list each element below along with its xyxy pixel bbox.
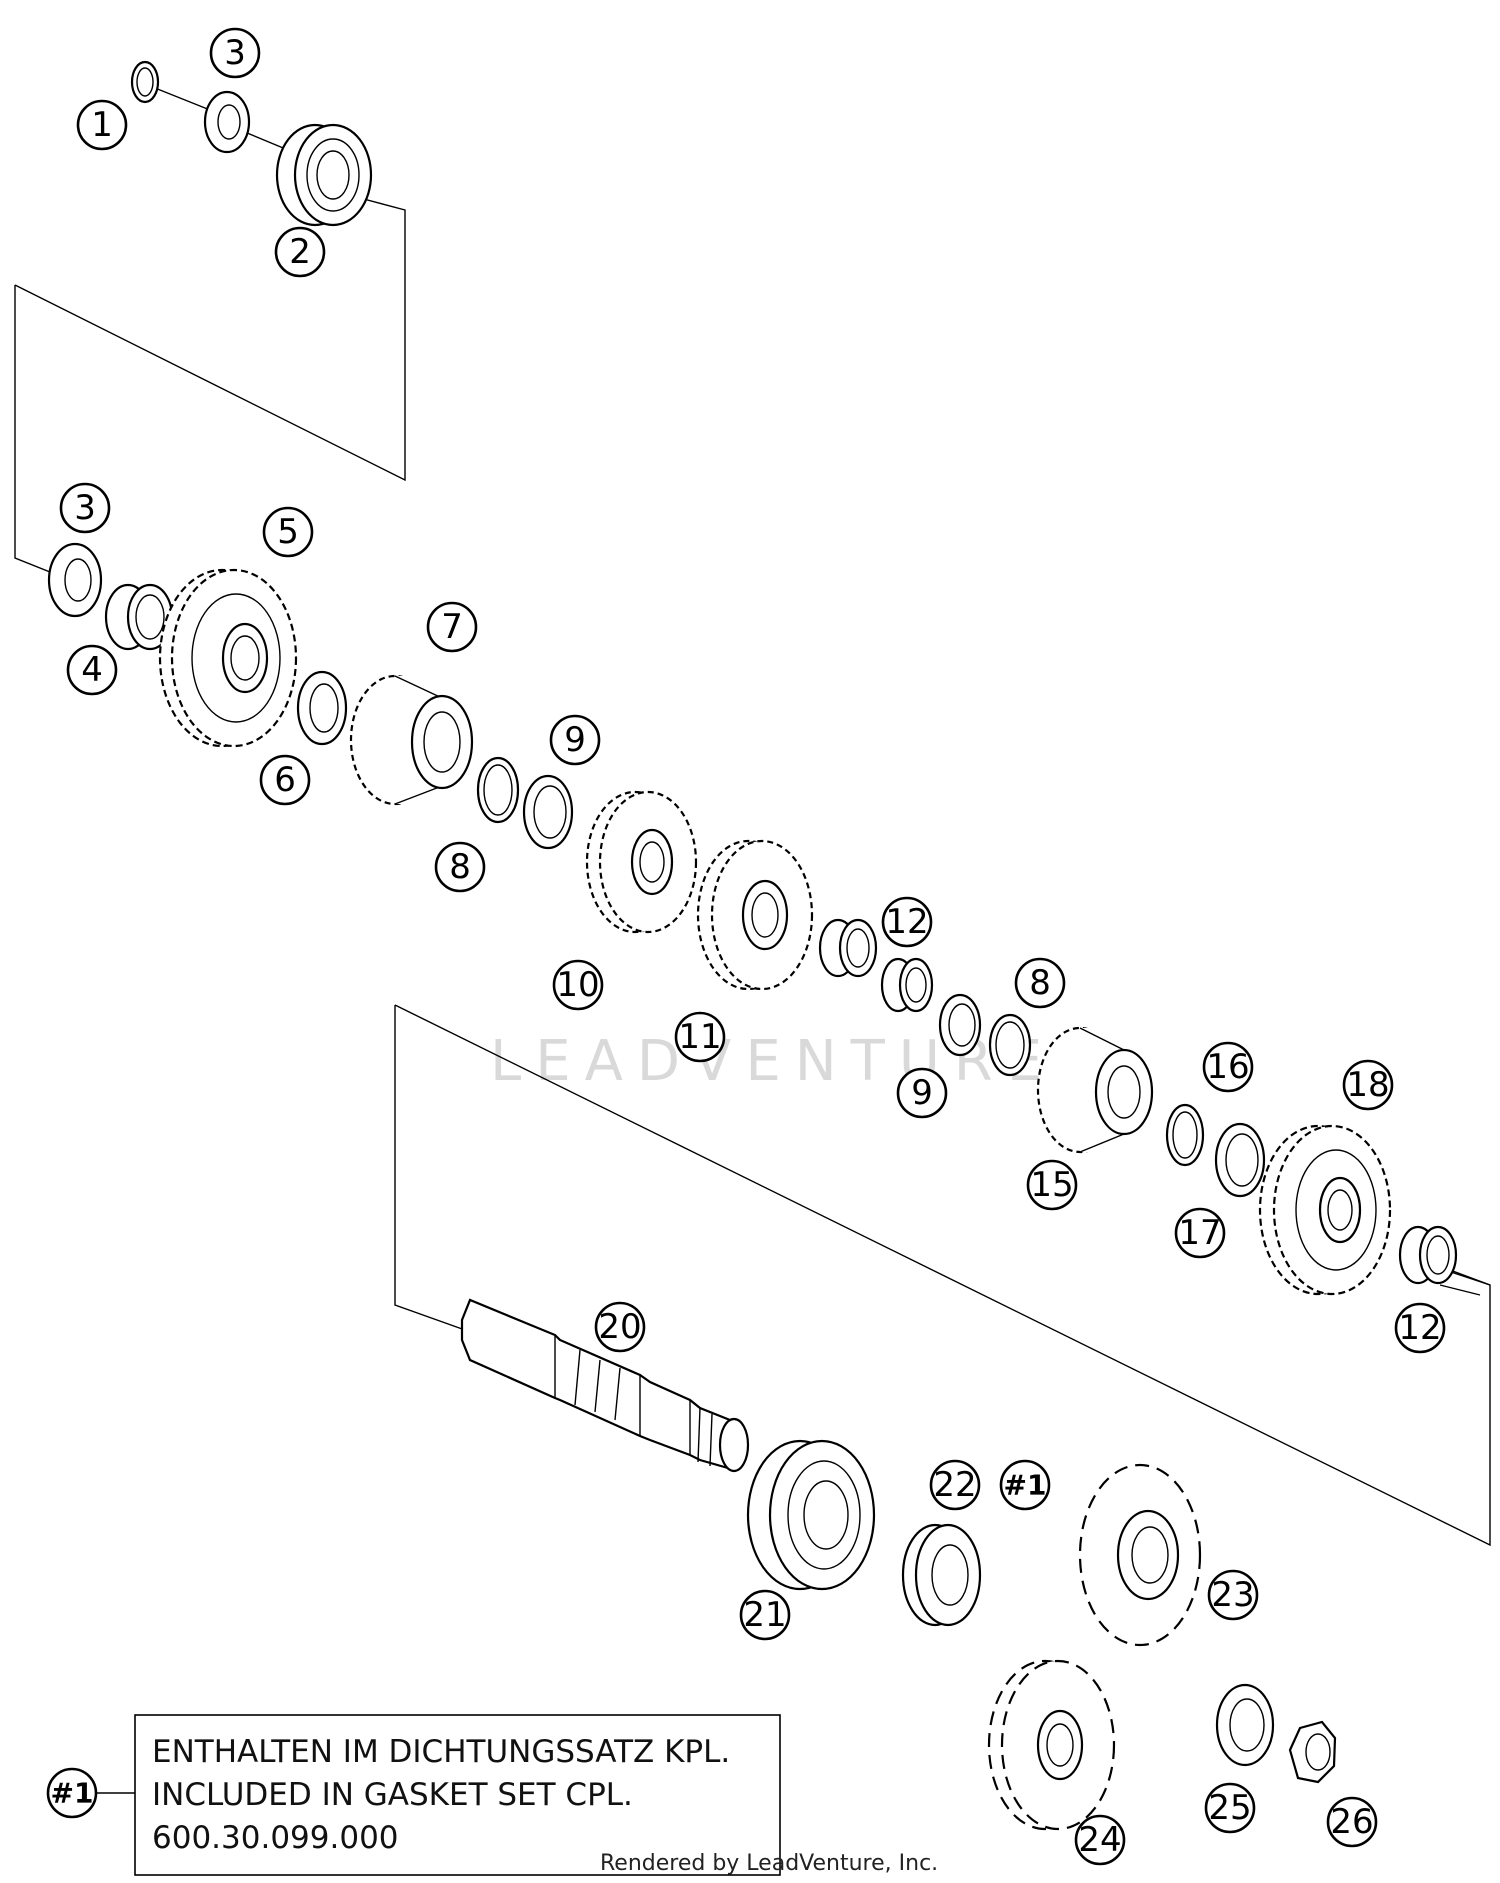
part-gear-7 — [349, 674, 474, 806]
svg-text:2: 2 — [289, 232, 311, 272]
svg-text:10: 10 — [556, 965, 599, 1005]
callout-24: 24 — [1074, 1814, 1126, 1866]
part-washer-3 — [47, 542, 103, 618]
callout-10: 10 — [552, 959, 604, 1011]
callout-21: 21 — [739, 1589, 791, 1641]
note-box: ENTHALTEN IM DICHTUNGSSATZ KPL. INCLUDED… — [134, 1714, 781, 1876]
callout-3: 3 — [59, 482, 111, 534]
part-gear-15 — [1036, 1026, 1154, 1154]
note-callout-marker: #1 — [46, 1767, 98, 1819]
svg-text:5: 5 — [277, 512, 299, 552]
svg-text:21: 21 — [743, 1595, 786, 1635]
svg-text:22: 22 — [933, 1465, 976, 1505]
svg-text:1: 1 — [91, 105, 113, 145]
callout-15: 15 — [1026, 1159, 1078, 1211]
svg-text:26: 26 — [1330, 1802, 1373, 1842]
callout-23: 23 — [1207, 1569, 1259, 1621]
part-sprocket-23 — [1078, 1463, 1202, 1647]
svg-text:12: 12 — [1398, 1308, 1441, 1348]
callout-1: 1 — [76, 99, 128, 151]
assembly-guide-lines — [14, 81, 1491, 1547]
svg-text:9: 9 — [564, 720, 586, 760]
part-needle-bearing-12b — [880, 957, 934, 1013]
svg-text:#1: #1 — [1004, 1469, 1047, 1502]
note-line-english: INCLUDED IN GASKET SET CPL. — [152, 1777, 633, 1813]
callout-18: 18 — [1342, 1059, 1394, 1111]
callout-hash-1: #1 — [999, 1459, 1051, 1511]
svg-text:15: 15 — [1030, 1165, 1073, 1205]
callout-26: 26 — [1326, 1796, 1378, 1848]
part-circlip-8b — [988, 1013, 1032, 1077]
note-line-german: ENTHALTEN IM DICHTUNGSSATZ KPL. — [152, 1734, 730, 1770]
callout-8: 8 — [434, 841, 486, 893]
callout-3: 3 — [209, 27, 261, 79]
svg-text:18: 18 — [1346, 1065, 1389, 1105]
svg-text:3: 3 — [74, 488, 96, 528]
part-gear-11 — [696, 839, 814, 991]
callout-22: 22 — [929, 1459, 981, 1511]
svg-text:4: 4 — [81, 650, 103, 690]
svg-text:24: 24 — [1078, 1820, 1121, 1860]
svg-text:16: 16 — [1206, 1047, 1249, 1087]
svg-text:#1: #1 — [51, 1777, 94, 1810]
callout-5: 5 — [262, 506, 314, 558]
callout-12: 12 — [1394, 1302, 1446, 1354]
part-washer-9 — [522, 774, 574, 850]
part-nut-26 — [1288, 1720, 1337, 1784]
part-gear-10 — [585, 790, 698, 934]
callout-8: 8 — [1014, 957, 1066, 1009]
part-shaft-20 — [460, 1298, 750, 1473]
part-needle-bearing-12c — [1398, 1225, 1458, 1285]
svg-text:8: 8 — [1029, 963, 1051, 1003]
note-callout: #1 — [46, 1767, 135, 1819]
part-washer-3-top — [203, 90, 251, 154]
part-seal-22 — [901, 1523, 982, 1627]
callout-12: 12 — [881, 896, 933, 948]
callouts: 1 3 2 3 5 4 7 6 9 8 10 11 12 8 9 16 — [59, 27, 1446, 1866]
part-gear-18 — [1258, 1124, 1392, 1296]
part-washer-17 — [1214, 1122, 1266, 1198]
callout-20: 20 — [594, 1301, 646, 1353]
callout-16: 16 — [1202, 1041, 1254, 1093]
part-lock-washer-25 — [1215, 1683, 1275, 1767]
callout-6: 6 — [259, 754, 311, 806]
part-washer-6 — [296, 670, 348, 746]
svg-text:23: 23 — [1211, 1575, 1254, 1615]
svg-text:8: 8 — [449, 847, 471, 887]
part-needle-bearing-12a — [818, 918, 878, 978]
callout-17: 17 — [1174, 1207, 1226, 1259]
svg-text:25: 25 — [1208, 1788, 1251, 1828]
svg-text:17: 17 — [1178, 1213, 1221, 1253]
part-bearing-21 — [746, 1439, 876, 1591]
part-circlip-16 — [1165, 1103, 1205, 1167]
part-sprocket-24 — [987, 1659, 1116, 1831]
svg-text:12: 12 — [885, 902, 928, 942]
callout-4: 4 — [66, 644, 118, 696]
svg-text:7: 7 — [441, 607, 463, 647]
svg-text:20: 20 — [598, 1307, 641, 1347]
callout-9: 9 — [896, 1067, 948, 1119]
part-circlip-1 — [130, 60, 160, 104]
part-circlip-8 — [476, 756, 520, 824]
callout-11: 11 — [674, 1011, 726, 1063]
note-part-number: 600.30.099.000 — [152, 1820, 399, 1856]
svg-text:3: 3 — [224, 33, 246, 73]
part-bearing-2 — [275, 123, 373, 227]
svg-text:9: 9 — [911, 1073, 933, 1113]
callout-2: 2 — [274, 226, 326, 278]
callout-9: 9 — [549, 714, 601, 766]
callout-25: 25 — [1204, 1782, 1256, 1834]
part-washer-9b — [938, 993, 982, 1057]
rendered-by-credit: Rendered by LeadVenture, Inc. — [600, 1851, 938, 1876]
part-gear-5 — [158, 568, 298, 748]
svg-text:6: 6 — [274, 760, 296, 800]
callout-7: 7 — [426, 601, 478, 653]
svg-text:11: 11 — [678, 1017, 721, 1057]
part-needle-bearing-4 — [104, 583, 174, 651]
